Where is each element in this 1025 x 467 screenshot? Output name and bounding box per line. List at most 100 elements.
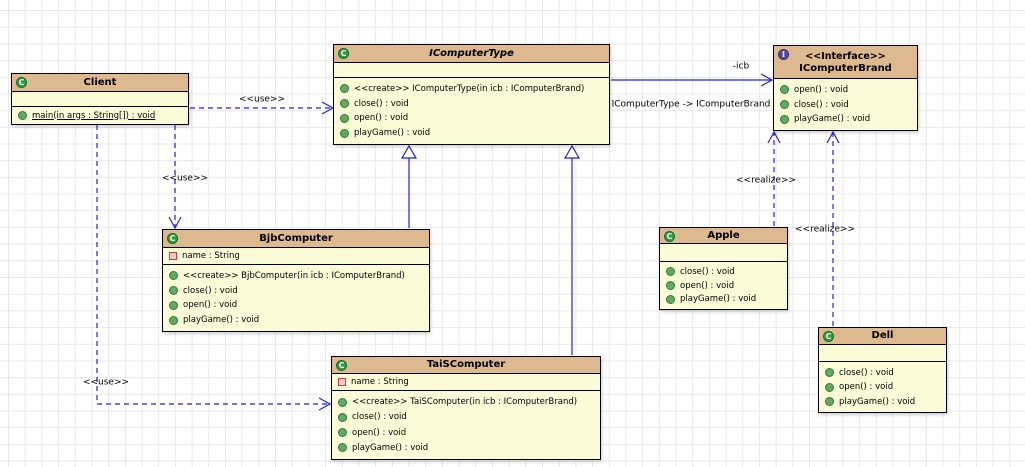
class-dell[interactable]: C Dell close() : void open() : void play… (818, 327, 947, 413)
interface-icomputerbrand[interactable]: I <<Interface>> IComputerBrand open() : … (773, 45, 918, 131)
operation-text: open() : void (839, 382, 894, 392)
attributes-compartment (819, 345, 946, 362)
class-title: BjbComputer (259, 232, 333, 244)
operations-compartment: close() : void open() : void playGame() … (660, 262, 787, 309)
attributes-compartment (334, 63, 609, 78)
operation-text: <<create>> BjbComputer(in icb : ICompute… (183, 270, 405, 281)
class-title: IComputerType (429, 47, 514, 59)
class-icon: C (823, 331, 834, 342)
operation-text: close() : void (354, 98, 409, 109)
operation-row: close() : void (774, 100, 917, 110)
operation-text: playGame() : void (680, 294, 757, 305)
operation-icon (666, 267, 675, 277)
operation-text: <<create>> TaiSComputer(in icb : IComput… (352, 397, 578, 408)
operation-icon (169, 315, 178, 325)
operation-row: playGame() : void (660, 294, 787, 304)
operation-text: close() : void (352, 412, 407, 423)
operation-row: close() : void (334, 99, 609, 109)
class-header: C Dell (819, 328, 946, 345)
operation-icon (825, 397, 834, 406)
operation-icon (666, 294, 675, 304)
operation-text: playGame() : void (839, 396, 916, 407)
attribute-text: name : String (351, 377, 409, 387)
interface-header: I <<Interface>> IComputerBrand (774, 46, 917, 79)
class-icon: C (336, 360, 347, 371)
operation-row: open() : void (332, 428, 600, 438)
operation-icon (825, 368, 834, 377)
operations-compartment: main(in args : String[]) : void (12, 107, 188, 124)
association-icomputertype-to-icomputerbrand[interactable] (611, 73, 774, 87)
class-bjbcomputer[interactable]: C BjbComputer name : String <<create>> B… (162, 229, 430, 332)
operation-icon (340, 84, 349, 94)
operation-text: close() : void (183, 285, 238, 296)
attribute-icon (169, 252, 177, 260)
operation-text: main(in args : String[]) : void (32, 110, 156, 121)
operation-icon (340, 128, 349, 138)
realize-label-apple: <<realize>> (736, 175, 796, 186)
class-icomputertype[interactable]: C IComputerType <<create>> IComputerType… (333, 44, 610, 145)
class-title: Dell (871, 330, 894, 341)
class-icon: C (16, 77, 27, 88)
class-header: C Client (12, 74, 188, 92)
operation-icon (780, 100, 789, 109)
class-apple[interactable]: C Apple close() : void open() : void pla… (659, 227, 788, 310)
operations-compartment: open() : void close() : void playGame() … (774, 79, 917, 130)
operation-text: close() : void (680, 266, 735, 277)
operation-row: playGame() : void (774, 114, 917, 124)
operation-row: close() : void (332, 412, 600, 422)
operations-compartment: <<create>> TaiSComputer(in icb : IComput… (332, 391, 600, 459)
generalization-bjbcomputer-to-icomputertype[interactable] (400, 144, 418, 228)
attributes-compartment: name : String (332, 374, 600, 391)
operations-compartment: <<create>> IComputerType(in icb : ICompu… (334, 78, 609, 144)
use-label-client-bjbcomputer: <<use>> (161, 173, 209, 184)
operation-icon (780, 85, 789, 95)
operation-icon (338, 397, 347, 407)
realize-label-dell: <<realize>> (795, 224, 855, 235)
operation-icon (338, 443, 347, 453)
operation-icon (340, 113, 349, 123)
operation-row: open() : void (660, 281, 787, 291)
operation-icon (666, 281, 675, 290)
operation-icon (340, 99, 349, 109)
operation-text: <<create>> IComputerType(in icb : ICompu… (354, 83, 585, 94)
generalization-taiscomputer-to-icomputertype[interactable] (563, 144, 581, 355)
operation-text: close() : void (794, 99, 849, 110)
operation-row: playGame() : void (334, 128, 609, 138)
operations-compartment: close() : void open() : void playGame() … (819, 362, 946, 412)
use-label-client-icomputertype: <<use>> (238, 94, 286, 105)
interface-stereotype: <<Interface>> (805, 50, 886, 62)
operation-row: open() : void (163, 300, 429, 310)
operation-text: open() : void (183, 300, 238, 311)
operation-text: playGame() : void (352, 442, 429, 453)
operation-row: playGame() : void (163, 315, 429, 325)
association-role-label-icb: -icb (732, 61, 750, 72)
attribute-row: name : String (163, 251, 429, 261)
operation-text: playGame() : void (183, 315, 260, 326)
operation-text: open() : void (794, 84, 849, 95)
operation-text: playGame() : void (794, 114, 871, 125)
use-label-client-taiscomputer: <<use>> (82, 377, 130, 388)
operation-row: open() : void (774, 85, 917, 95)
class-title: Client (83, 76, 117, 88)
operations-compartment: <<create>> BjbComputer(in icb : ICompute… (163, 265, 429, 331)
operation-row: playGame() : void (819, 397, 946, 407)
interface-title: IComputerBrand (799, 63, 892, 75)
class-title: Apple (707, 229, 740, 241)
operation-text: open() : void (352, 427, 407, 438)
interface-icon: I (778, 49, 789, 60)
class-client[interactable]: C Client main(in args : String[]) : void (11, 73, 189, 125)
operation-text: playGame() : void (354, 128, 431, 139)
operation-text: open() : void (680, 280, 735, 291)
class-icon: C (664, 231, 675, 242)
operation-text: open() : void (354, 113, 409, 124)
class-icon: C (338, 48, 349, 59)
operation-icon (169, 300, 178, 310)
attributes-compartment (12, 92, 188, 107)
class-header: C Apple (660, 228, 787, 244)
operation-row: close() : void (660, 267, 787, 277)
class-taiscomputer[interactable]: C TaiSComputer name : String <<create>> … (331, 356, 601, 460)
class-header: C BjbComputer (163, 230, 429, 248)
attributes-compartment: name : String (163, 248, 429, 265)
class-icon: C (167, 233, 178, 244)
